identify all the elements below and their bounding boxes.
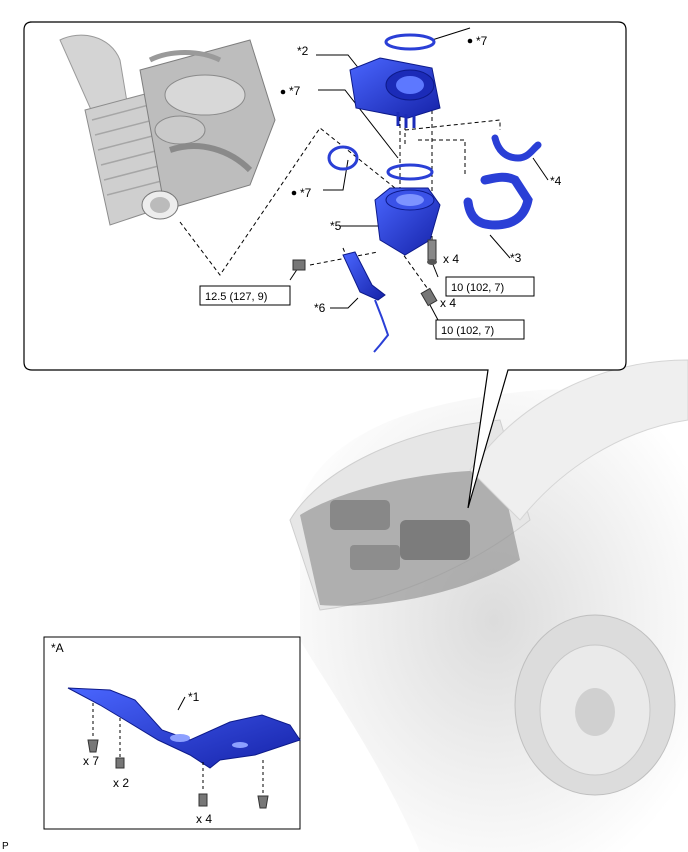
vehicle-illustration (289, 359, 688, 852)
front-wheel (514, 614, 676, 796)
gasket-middle (386, 163, 434, 181)
throttle-body (349, 57, 441, 128)
quantity-bolts-cover: x 4 (196, 812, 212, 826)
quantity-bolts-lower: x 4 (440, 296, 456, 310)
torque-spec-2: 10 (102, 7) (451, 282, 504, 294)
torque-spec-3: 10 (102, 7) (441, 325, 494, 337)
inset-a-label: *A (51, 641, 64, 655)
callout-3: *3 (510, 251, 522, 265)
callout-7-middle: *7 (289, 84, 301, 98)
callout-4: *4 (550, 174, 562, 188)
bolt-icon (292, 239, 438, 307)
marker-dots (280, 38, 473, 196)
leader-lines-solid (289, 27, 549, 321)
engine-illustration (59, 34, 276, 226)
gasket-top (384, 33, 436, 51)
air-intake-connector (374, 187, 441, 256)
engine-bay (300, 470, 520, 606)
callout-6: *6 (314, 301, 326, 315)
torque-spec-1: 12.5 (127, 9) (205, 291, 267, 303)
water-hose-4 (491, 134, 542, 162)
quantity-screws: x 2 (113, 776, 129, 790)
inset-leader-dashed (92, 703, 264, 795)
gasket-left (327, 145, 359, 171)
illustration-code: P (2, 841, 9, 852)
callout-labels: *7 *2 *7 *7 *4 *5 *3 *6 x 4 x 4 (289, 34, 562, 315)
callout-7-top: *7 (476, 34, 488, 48)
quantity-clips: x 7 (83, 754, 99, 768)
fastener-icons (87, 739, 269, 809)
torque-specs: 12.5 (127, 9) 10 (102, 7) 10 (102, 7) (199, 276, 535, 340)
callout-7-left: *7 (300, 186, 312, 200)
engine-under-cover (67, 687, 301, 769)
bracket (342, 251, 390, 353)
callout-1: *1 (188, 690, 200, 704)
water-hose-3 (463, 172, 533, 230)
hood (469, 359, 688, 521)
inset-leader-lines (177, 696, 186, 711)
inset-labels: *1 x 7 x 2 x 4 (83, 690, 212, 826)
quantity-bolts-upper: x 4 (443, 252, 459, 266)
callout-5: *5 (330, 219, 342, 233)
callout-2: *2 (297, 44, 309, 58)
